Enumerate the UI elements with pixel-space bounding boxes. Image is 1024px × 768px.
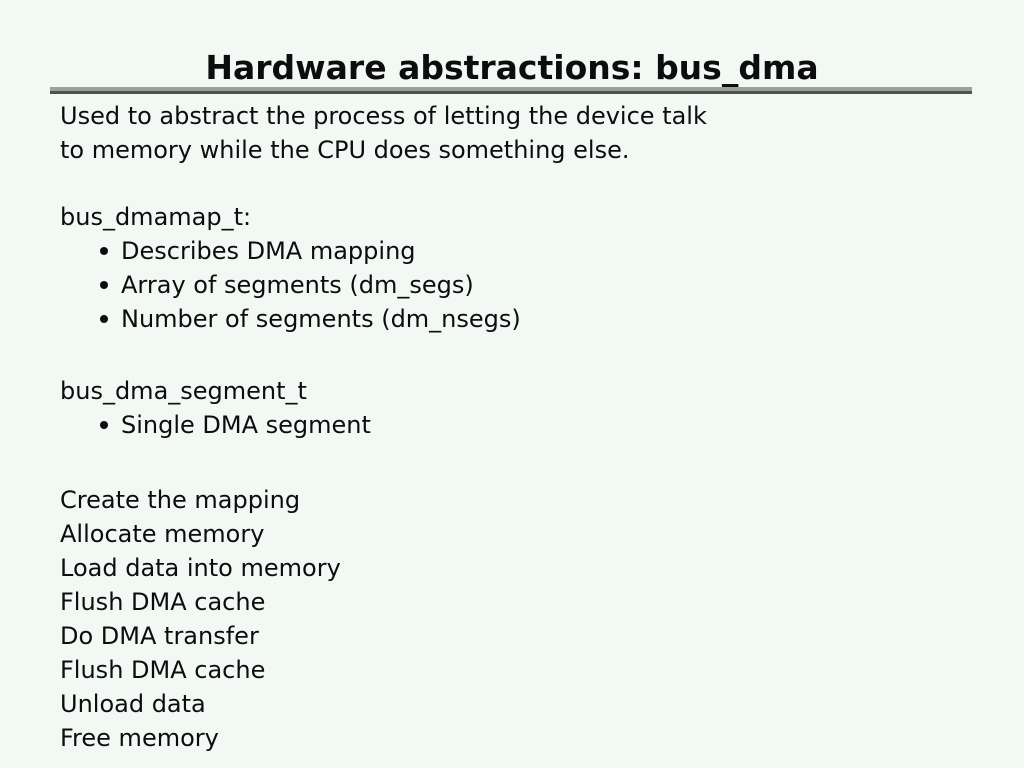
bullet-item: Number of segments (dm_nsegs) bbox=[60, 302, 1004, 336]
bullet-item: Single DMA segment bbox=[60, 408, 1004, 442]
bullet-item: Describes DMA mapping bbox=[60, 234, 1004, 268]
bullet-item: Array of segments (dm_segs) bbox=[60, 268, 1004, 302]
text-line: Used to abstract the process of letting … bbox=[60, 102, 707, 130]
text-line: Flush DMA cache bbox=[60, 588, 266, 616]
text-line: Create the mapping bbox=[60, 486, 301, 514]
text-line: Allocate memory bbox=[60, 520, 265, 548]
title-underline-rule bbox=[50, 87, 972, 94]
bullet-item-text: Number of segments (dm_nsegs) bbox=[121, 305, 521, 333]
text-line: bus_dma_segment_t bbox=[60, 377, 307, 405]
text-line: Flush DMA cache bbox=[60, 656, 266, 684]
blank-line bbox=[60, 167, 1004, 200]
blank-line bbox=[60, 336, 1004, 374]
text-line: Free memory bbox=[60, 724, 219, 752]
text-line: Unload data bbox=[60, 690, 206, 718]
slide-title: Hardware abstractions: bus_dma bbox=[205, 48, 819, 87]
bullet-item-text: Describes DMA mapping bbox=[121, 237, 416, 265]
text-line: to memory while the CPU does something e… bbox=[60, 136, 630, 164]
text-line: Load data into memory bbox=[60, 554, 341, 582]
bullet-dot-icon bbox=[100, 315, 108, 323]
bullet-dot-icon bbox=[100, 421, 108, 429]
bullet-dot-icon bbox=[100, 281, 108, 289]
bullet-dot-icon bbox=[100, 247, 108, 255]
slide-body: Used to abstract the process of letting … bbox=[60, 99, 1004, 755]
text-line: Do DMA transfer bbox=[60, 622, 259, 650]
blank-line bbox=[60, 442, 1004, 483]
bullet-item-text: Array of segments (dm_segs) bbox=[121, 271, 474, 299]
bullet-item-text: Single DMA segment bbox=[121, 411, 371, 439]
text-line: bus_dmamap_t: bbox=[60, 203, 252, 231]
